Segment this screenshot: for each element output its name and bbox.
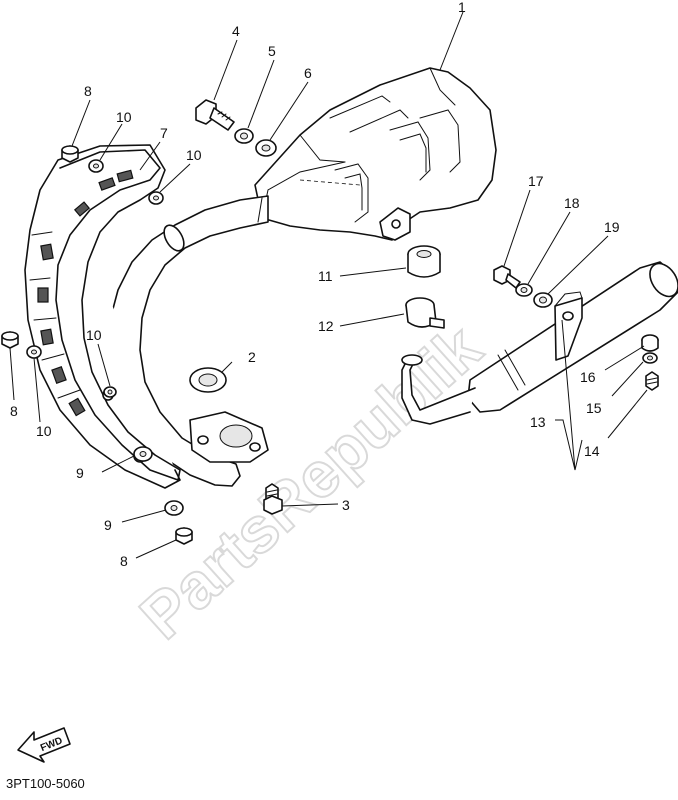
washer-10-b [148, 191, 164, 205]
callout-10-b: 10 [186, 147, 202, 163]
callout-9-a: 9 [76, 465, 84, 481]
callout-10-d: 10 [36, 423, 52, 439]
callout-16: 16 [580, 369, 596, 385]
washer-18 [515, 283, 533, 297]
washer-9-b [164, 500, 184, 516]
svg-text:PartsRepublik: PartsRepublik [126, 311, 494, 653]
callout-15: 15 [586, 400, 602, 416]
callout-9-b: 9 [104, 517, 112, 533]
washer-15 [642, 352, 658, 364]
bolt-8-top [61, 145, 79, 163]
silencer [401, 261, 678, 425]
callout-11: 11 [318, 268, 333, 284]
callout-labels: 1 2 3 4 5 6 7 8 8 8 9 9 10 10 10 10 11 1… [10, 0, 620, 569]
leader-lines [9, 11, 648, 559]
washer-10-a [88, 159, 104, 173]
callout-8-top: 8 [84, 83, 92, 99]
callout-19: 19 [604, 219, 620, 235]
callout-6: 6 [304, 65, 312, 81]
bolt-17 [493, 265, 521, 289]
fwd-arrow-icon: FWD [17, 727, 71, 763]
washer-10-d [103, 386, 117, 398]
callout-7: 7 [160, 125, 168, 141]
callout-8-bottom: 8 [120, 553, 128, 569]
washer-19 [533, 292, 553, 308]
callout-1: 1 [458, 0, 466, 15]
callout-10-c: 10 [86, 327, 102, 343]
heat-shield [24, 144, 181, 489]
grommet-16 [641, 334, 659, 352]
callout-17: 17 [528, 173, 544, 189]
gasket-2 [189, 367, 227, 393]
callout-3: 3 [342, 497, 350, 513]
bolt-8-left [1, 331, 19, 349]
callout-8-left: 8 [10, 403, 18, 419]
grommet-11 [407, 245, 441, 278]
muffler-body [254, 67, 497, 241]
washer-10-c [26, 345, 42, 359]
gasket-6 [255, 139, 277, 157]
callout-5: 5 [268, 43, 276, 59]
diagram-code: 3PT100-5060 [6, 776, 85, 791]
shield-slots [37, 169, 134, 417]
callout-2: 2 [248, 349, 256, 365]
clamp-12 [405, 297, 445, 329]
callout-14: 14 [584, 443, 600, 459]
callout-4: 4 [232, 23, 240, 39]
exhaust-flange [189, 411, 269, 463]
bolt-14 [645, 371, 659, 391]
callout-13: 13 [530, 414, 546, 430]
washer-9-a [133, 446, 153, 462]
bolt-8-bottom [175, 527, 193, 545]
watermark-logo: PartsRepublik [125, 310, 495, 654]
callout-12: 12 [318, 318, 334, 334]
bolt-3 [263, 483, 283, 515]
callout-18: 18 [564, 195, 580, 211]
callout-10-a: 10 [116, 109, 132, 125]
bolt-4 [195, 99, 235, 131]
washer-5 [234, 128, 254, 144]
